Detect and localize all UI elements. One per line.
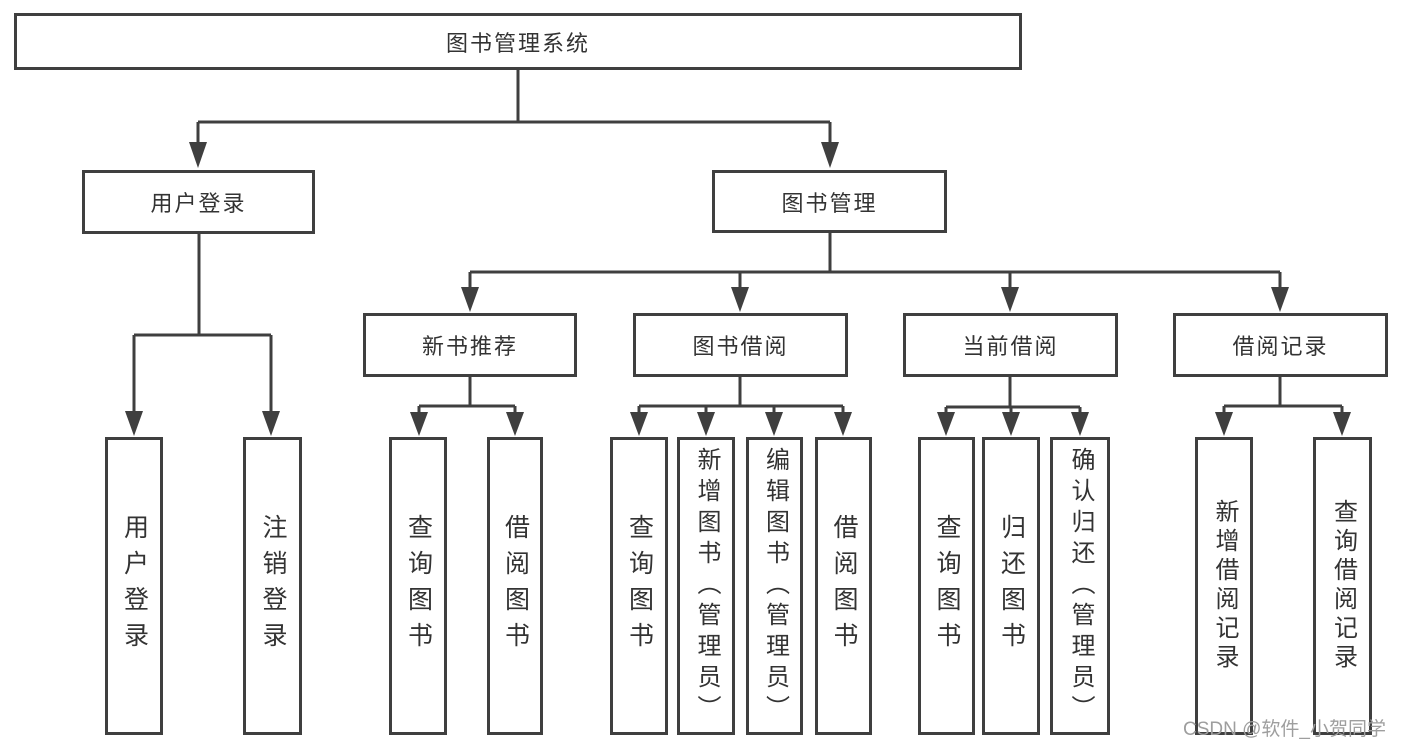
edge-book-mgmt-to-level3: [468, 233, 1282, 290]
leaf-bb-add-books-admin-label: 新增图书（管理员）: [693, 446, 720, 726]
leaf-br-query-record-label: 查询借阅记录: [1329, 499, 1357, 673]
edge-root-to-level2: [196, 70, 832, 146]
leaf-cb-query-books: 查询图书: [918, 437, 975, 735]
node-borrowing-records-label: 借阅记录: [1232, 334, 1329, 359]
leaf-cb-return-books-label: 归还图书: [997, 514, 1026, 658]
leaf-nbr-borrow-books: 借阅图书: [487, 437, 543, 735]
leaf-bb-borrow-books-label: 借阅图书: [830, 514, 858, 658]
node-new-book-recommend-label: 新书推荐: [421, 334, 518, 359]
node-book-management: 图书管理: [712, 170, 947, 233]
leaf-bb-edit-books-admin: 编辑图书（管理员）: [746, 437, 803, 735]
arrowheads: [125, 142, 1351, 436]
leaf-br-add-record-label: 新增借阅记录: [1211, 499, 1238, 673]
edge-book-borrow-to-leaves: [637, 377, 845, 414]
node-user-login: 用户登录: [82, 170, 315, 234]
leaf-nbr-query-books-label: 查询图书: [404, 514, 433, 658]
leaf-cb-return-books: 归还图书: [982, 437, 1040, 735]
node-current-borrowing-label: 当前借阅: [962, 334, 1059, 359]
leaf-logout-label: 注销登录: [259, 514, 287, 658]
edge-new-book-rec-to-leaves: [417, 377, 517, 414]
node-user-login-label: 用户登录: [150, 191, 247, 216]
leaf-bb-edit-books-admin-label: 编辑图书（管理员）: [761, 446, 789, 726]
leaf-bb-query-books-label: 查询图书: [625, 514, 654, 658]
node-book-management-label: 图书管理: [781, 190, 878, 216]
edge-user-login-to-leaves: [132, 233, 273, 414]
leaf-bb-query-books: 查询图书: [610, 437, 668, 735]
edge-borrow-records-to-leaves: [1222, 377, 1344, 414]
leaf-user-login: 用户登录: [105, 437, 163, 735]
node-book-borrowing-label: 图书借阅: [692, 334, 789, 359]
watermark: CSDN @软件_小贺同学: [1183, 719, 1386, 740]
root-node-label: 图书管理系统: [445, 30, 590, 56]
leaf-user-login-label: 用户登录: [120, 514, 149, 658]
leaf-br-query-record: 查询借阅记录: [1313, 437, 1372, 735]
leaf-bb-borrow-books: 借阅图书: [815, 437, 872, 735]
root-node: 图书管理系统: [14, 13, 1022, 70]
leaf-cb-confirm-return-admin: 确认归还（管理员）: [1050, 437, 1110, 735]
node-book-borrowing: 图书借阅: [633, 313, 848, 377]
node-current-borrowing: 当前借阅: [903, 313, 1118, 377]
leaf-bb-add-books-admin: 新增图书（管理员）: [677, 437, 735, 735]
leaf-logout: 注销登录: [243, 437, 302, 735]
leaf-cb-confirm-return-admin-label: 确认归还（管理员）: [1067, 446, 1094, 726]
edge-current-borrow-to-leaves: [944, 377, 1082, 414]
node-borrowing-records: 借阅记录: [1173, 313, 1388, 377]
leaf-cb-query-books-label: 查询图书: [933, 514, 961, 658]
leaf-nbr-query-books: 查询图书: [389, 437, 447, 735]
node-new-book-recommend: 新书推荐: [363, 313, 577, 377]
leaf-nbr-borrow-books-label: 借阅图书: [501, 514, 530, 658]
leaf-br-add-record: 新增借阅记录: [1195, 437, 1253, 735]
